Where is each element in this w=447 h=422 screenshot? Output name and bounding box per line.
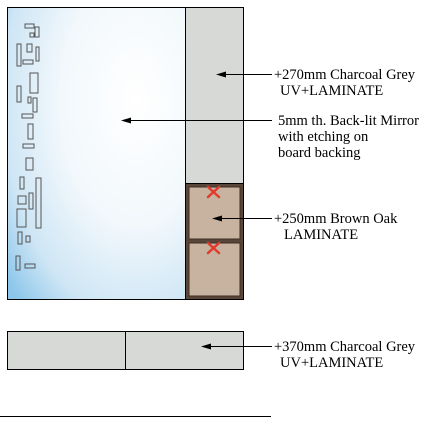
label-brown-oak: +250mm Brown Oak LAMINATE [274, 211, 397, 243]
label-charcoal-bottom: +370mm Charcoal Grey UV+LAMINATE [274, 339, 415, 371]
leader-mirror [121, 117, 272, 124]
label-mirror-line3: board backing [278, 145, 361, 161]
label-brown-oak-line2: LAMINATE [284, 227, 359, 243]
label-mirror-line1: 5mm th. Back-lit Mirror [278, 113, 419, 129]
label-charcoal-top-line1: +270mm Charcoal Grey [274, 67, 416, 83]
label-mirror-line2: with etching on [278, 129, 369, 145]
brown-oak-door-lower [188, 242, 241, 297]
label-charcoal-bottom-line1: +370mm Charcoal Grey [274, 339, 416, 355]
red-marker-lower [206, 241, 221, 255]
leader-charcoal-bottom [201, 343, 272, 350]
leader-brown-oak [212, 215, 272, 222]
mirror-etching-pattern [15, 23, 42, 271]
backlit-mirror [7, 7, 186, 300]
charcoal-grey-panel-top [185, 7, 244, 185]
label-charcoal-top-line2: UV+LAMINATE [280, 83, 384, 99]
red-marker-upper [206, 185, 221, 199]
label-mirror: 5mm th. Back-lit Mirror with etching on … [278, 113, 419, 161]
label-charcoal-bottom-line2: UV+LAMINATE [280, 355, 384, 371]
brown-oak-door-upper [188, 186, 241, 240]
label-brown-oak-line1: +250mm Brown Oak [274, 211, 398, 227]
leader-charcoal-top [216, 71, 272, 78]
label-charcoal-top: +270mm Charcoal Grey UV+LAMINATE [274, 67, 415, 99]
